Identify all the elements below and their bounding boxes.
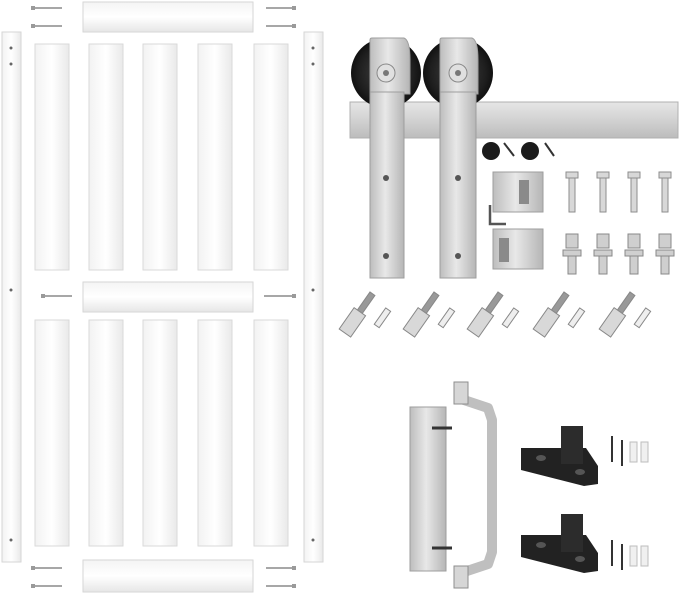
bumper-stops [488, 171, 544, 270]
assembly-screws [31, 6, 296, 588]
door-rails [82, 1, 254, 593]
middle-rail [82, 281, 254, 313]
hanger-brackets [351, 37, 493, 279]
wall-spacer-bolts [338, 291, 652, 338]
anti-jump-bolts [562, 171, 675, 275]
slat [142, 319, 178, 547]
left-stile [1, 31, 22, 563]
slat [253, 43, 289, 271]
top-rail [82, 1, 254, 33]
slat [197, 319, 233, 547]
slat [253, 319, 289, 547]
bottom-rail [82, 559, 254, 593]
slat [34, 43, 70, 271]
slat [88, 319, 124, 547]
track-end-caps [482, 142, 555, 160]
door-frame-stiles [1, 31, 324, 563]
slat [88, 43, 124, 271]
track-rail [349, 101, 679, 139]
slat [197, 43, 233, 271]
slat [34, 319, 70, 547]
handle-backplate [409, 406, 447, 572]
right-stile [303, 31, 324, 563]
floor-guides [521, 426, 649, 573]
door-panel-slats [34, 43, 289, 547]
pull-handle [409, 381, 497, 589]
allen-key-icon [488, 205, 506, 226]
slat [142, 43, 178, 271]
